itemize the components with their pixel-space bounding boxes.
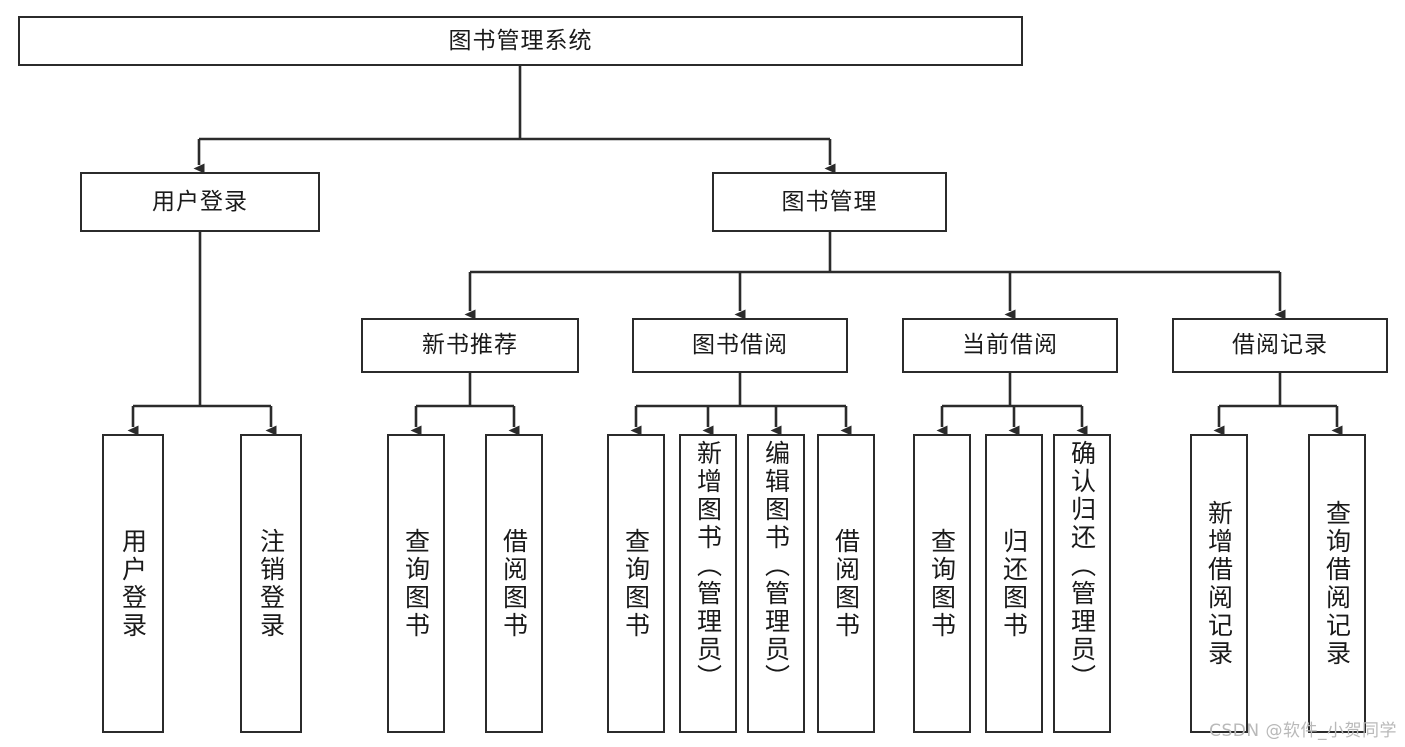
node-current-borrow[interactable]: 当前借阅: [902, 318, 1118, 373]
node-leaf-return-book[interactable]: 归还图书: [985, 434, 1043, 733]
node-current-borrow-label: 当前借阅: [962, 332, 1058, 359]
node-leaf-query-book-3[interactable]: 查询图书: [913, 434, 971, 733]
node-leaf-user-login[interactable]: 用户登录: [102, 434, 164, 733]
node-leaf-return-book-label: 归还图书: [999, 527, 1029, 640]
node-leaf-user-login-label: 用户登录: [118, 527, 148, 640]
node-leaf-confirm-return-admin[interactable]: 确认归还（管理员）: [1053, 434, 1111, 733]
node-leaf-query-book-3-label: 查询图书: [927, 527, 957, 640]
node-leaf-query-book-2[interactable]: 查询图书: [607, 434, 665, 733]
node-new-book-recommend[interactable]: 新书推荐: [361, 318, 579, 373]
node-book-manage-label: 图书管理: [781, 188, 878, 215]
node-leaf-user-logout[interactable]: 注销登录: [240, 434, 302, 733]
node-book-borrow-label: 图书借阅: [692, 332, 788, 359]
node-root-label: 图书管理系统: [448, 27, 593, 54]
node-leaf-add-borrow-record-label: 新增借阅记录: [1204, 499, 1234, 668]
node-user-login-label: 用户登录: [152, 188, 248, 215]
node-leaf-add-borrow-record[interactable]: 新增借阅记录: [1190, 434, 1248, 733]
node-leaf-borrow-book-1[interactable]: 借阅图书: [485, 434, 543, 733]
node-leaf-edit-book-admin[interactable]: 编辑图书（管理员）: [747, 434, 805, 733]
node-leaf-query-borrow-record[interactable]: 查询借阅记录: [1308, 434, 1366, 733]
node-leaf-user-logout-label: 注销登录: [256, 527, 286, 640]
node-borrow-record[interactable]: 借阅记录: [1172, 318, 1388, 373]
node-user-login[interactable]: 用户登录: [80, 172, 320, 232]
node-leaf-borrow-book-2[interactable]: 借阅图书: [817, 434, 875, 733]
node-new-book-recommend-label: 新书推荐: [422, 332, 518, 359]
node-book-borrow[interactable]: 图书借阅: [632, 318, 848, 373]
node-leaf-query-borrow-record-label: 查询借阅记录: [1322, 499, 1352, 668]
node-leaf-add-book-admin-label: 新增图书（管理员）: [693, 440, 723, 692]
node-leaf-confirm-return-admin-label: 确认归还（管理员）: [1067, 440, 1097, 692]
node-leaf-edit-book-admin-label: 编辑图书（管理员）: [761, 440, 791, 692]
node-leaf-query-book-2-label: 查询图书: [621, 527, 651, 640]
node-root[interactable]: 图书管理系统: [18, 16, 1023, 66]
node-leaf-borrow-book-2-label: 借阅图书: [831, 527, 861, 640]
watermark: CSDN @软件_小贺同学: [1209, 721, 1397, 741]
node-borrow-record-label: 借阅记录: [1232, 332, 1328, 359]
node-leaf-add-book-admin[interactable]: 新增图书（管理员）: [679, 434, 737, 733]
node-leaf-borrow-book-1-label: 借阅图书: [499, 527, 529, 640]
node-leaf-query-book-1-label: 查询图书: [401, 527, 431, 640]
node-book-manage[interactable]: 图书管理: [712, 172, 947, 232]
node-leaf-query-book-1[interactable]: 查询图书: [387, 434, 445, 733]
